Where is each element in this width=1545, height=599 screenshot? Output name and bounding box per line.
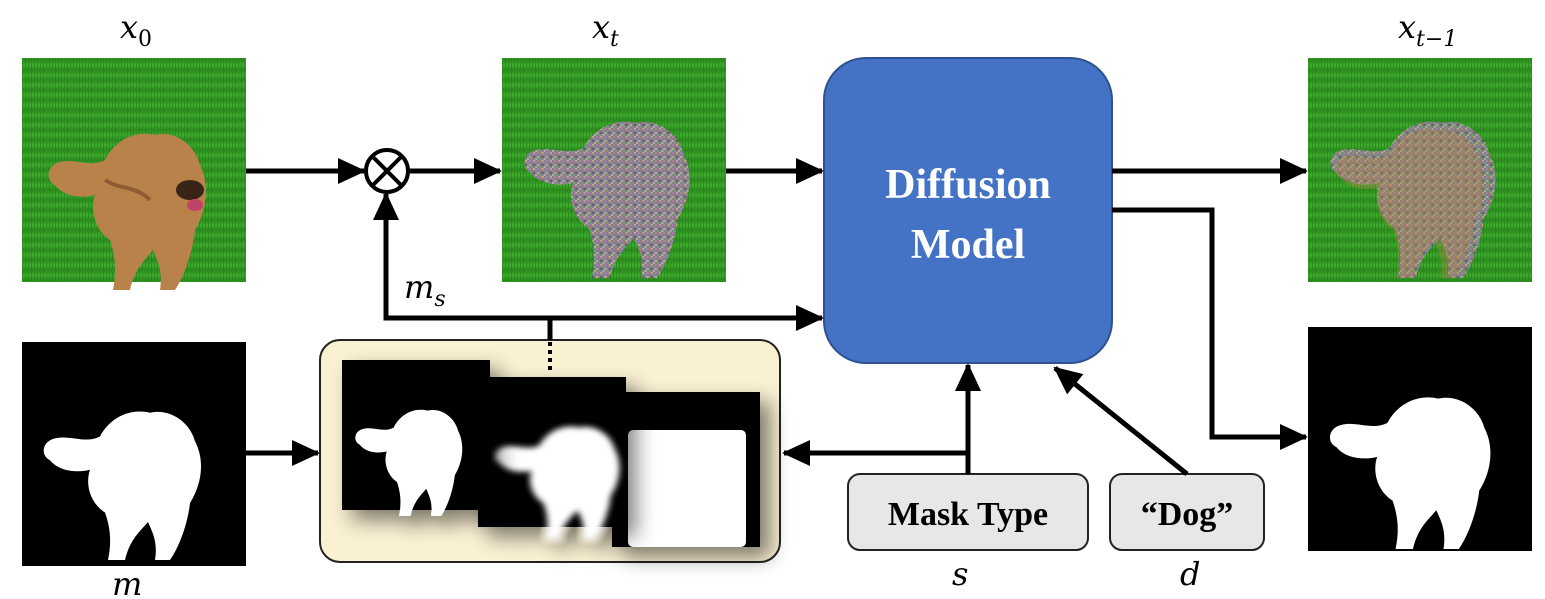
dog-prompt-label: “Dog” — [1141, 496, 1234, 533]
dog-prompt-box: “Dog” — [1109, 473, 1265, 551]
label-d: d — [1180, 555, 1200, 593]
sharp-mask-image — [342, 360, 490, 516]
label-m: m — [112, 565, 142, 599]
diffusion-model-title-line2: Model — [911, 222, 1025, 268]
xt-image — [502, 58, 726, 282]
mask-variants-panel — [319, 339, 781, 563]
box-mask-image — [612, 392, 760, 547]
arrow-model-to-output-mask — [1112, 207, 1308, 450]
xt1-image — [1308, 58, 1532, 282]
x0-image — [22, 58, 246, 290]
label-xt-minus-1: xt−1 — [1398, 8, 1457, 52]
arrow-dog-to-model — [1053, 366, 1189, 476]
arrow-ms-to-multiply — [373, 192, 550, 321]
multiply-icon — [364, 148, 410, 194]
mask-type-box: Mask Type — [847, 473, 1089, 551]
label-xt: xt — [592, 8, 619, 52]
m-mask-image — [22, 342, 246, 566]
arrow-masktype-to-panel — [782, 440, 971, 474]
label-ms: ms — [404, 268, 446, 312]
output-mask-image — [1308, 327, 1532, 551]
mask-type-label: Mask Type — [888, 496, 1048, 533]
soft-mask-image — [478, 377, 626, 539]
diffusion-model-title-line1: Diffusion — [885, 162, 1051, 208]
label-x0: x0 — [120, 8, 152, 52]
label-s: s — [952, 555, 968, 593]
diffusion-model-block: Diffusion Model — [823, 57, 1113, 364]
